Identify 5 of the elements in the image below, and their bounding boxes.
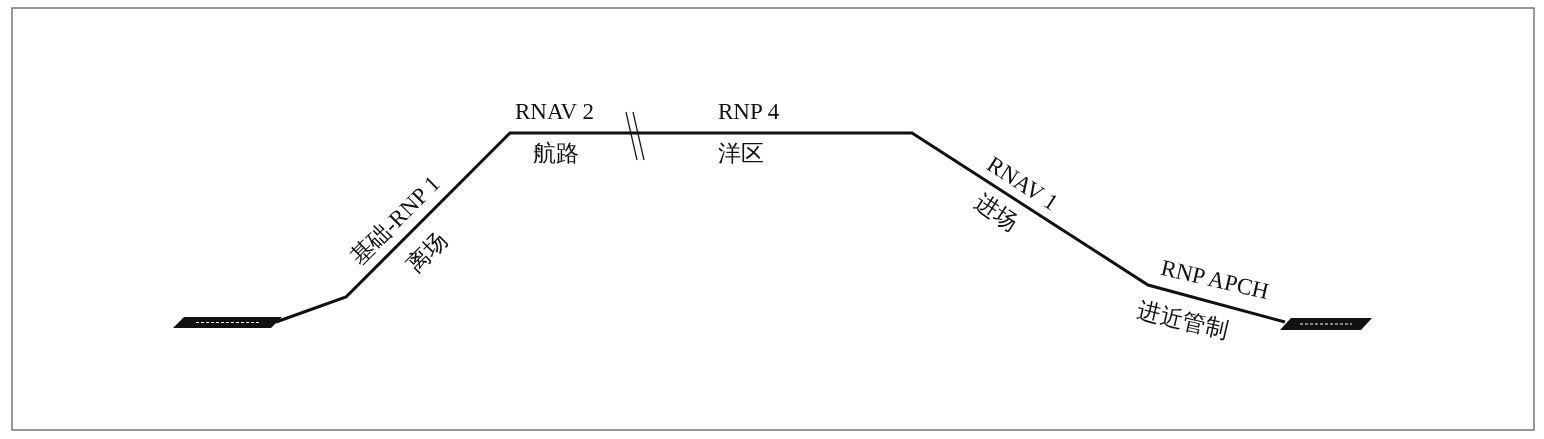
route-label: RNAV 2 xyxy=(515,100,595,123)
phase-label: 洋区 xyxy=(718,142,764,165)
route-label: RNP 4 xyxy=(718,100,780,123)
phase-label: 航路 xyxy=(533,142,579,165)
phase-label: 离场 xyxy=(402,227,452,277)
